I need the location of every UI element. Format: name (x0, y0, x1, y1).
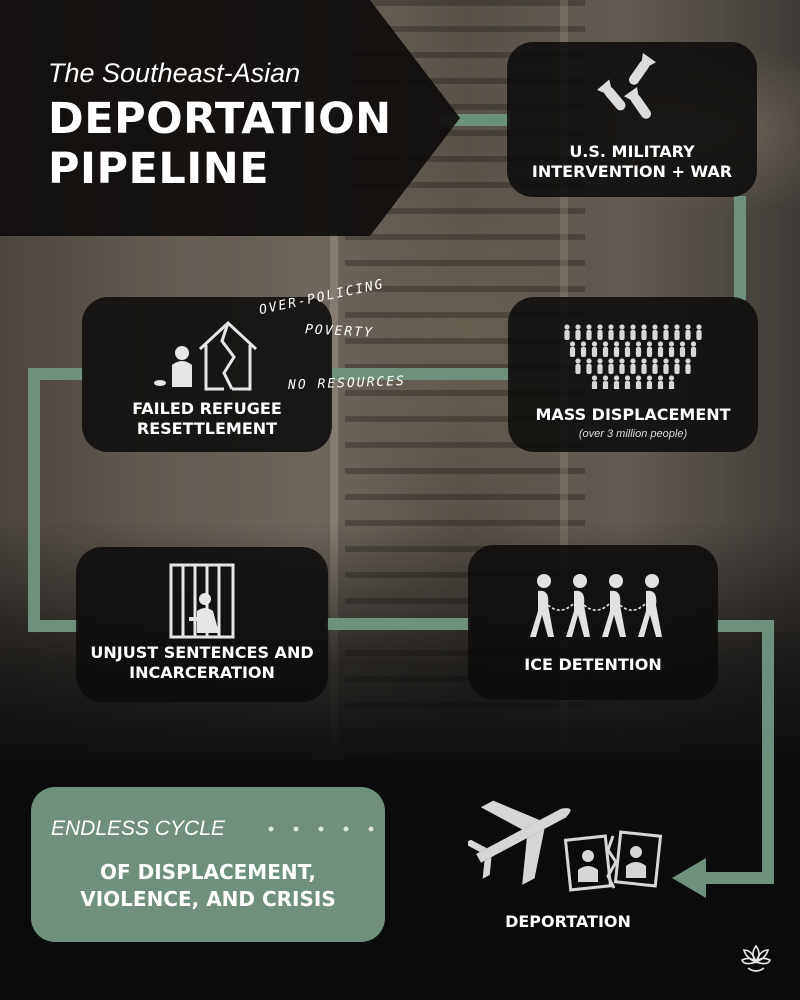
crowd-person (575, 324, 581, 340)
crowd-person (696, 324, 702, 340)
crowd-person (668, 375, 675, 389)
step-incarceration-label: UNJUST SENTENCES AND INCARCERATION (90, 643, 314, 682)
dots-decoration (268, 826, 374, 832)
connector-resettlement-incarceration (28, 368, 84, 632)
chain-link (547, 600, 577, 611)
crowd-icon (564, 324, 702, 389)
crowd-person (630, 358, 636, 374)
crowd-person (663, 358, 669, 374)
crowd-person (586, 324, 592, 340)
crowd-person (613, 341, 620, 357)
crowd-person (679, 341, 686, 357)
chain-link (583, 600, 613, 611)
step-deportation-label: DEPORTATION (505, 912, 631, 931)
crowd-person (580, 341, 587, 357)
endless-cycle-text: OF DISPLACEMENT, VIOLENCE, AND CRISIS (80, 860, 336, 911)
connector-detention-deportation (696, 620, 774, 884)
step-detention-label: ICE DETENTION (524, 655, 662, 674)
step-failed-resettlement: FAILED REFUGEE RESETTLEMENT (82, 297, 332, 452)
crowd-person (608, 358, 614, 374)
crowd-person (668, 341, 675, 357)
crowd-person (635, 375, 642, 389)
crowd-person (674, 324, 680, 340)
crowd-person (690, 341, 697, 357)
airplane-torn-photos-icon (468, 800, 663, 892)
step-military-label: U.S. MILITARY INTERVENTION + WAR (531, 142, 733, 181)
crowd-person (652, 358, 658, 374)
crowd-person (685, 324, 691, 340)
crowd-person (674, 358, 680, 374)
crowd-person (586, 358, 592, 374)
crowd-person (624, 341, 631, 357)
arrowhead-deportation (672, 858, 706, 898)
bombs-icon (597, 53, 657, 119)
step-mass-displacement: MASS DISPLACEMENT (over 3 million people… (508, 297, 758, 452)
crowd-person (564, 324, 570, 340)
endless-cycle-title: ENDLESS CYCLE (51, 817, 225, 840)
crowd-person (641, 358, 647, 374)
crowd-person (657, 375, 664, 389)
crowd-person (597, 358, 603, 374)
crowd-person (635, 341, 642, 357)
crowd-person (602, 375, 609, 389)
crowd-person (641, 324, 647, 340)
step-displacement-label: MASS DISPLACEMENT (535, 405, 731, 424)
crowd-person (591, 375, 598, 389)
chain-link (619, 600, 649, 611)
page-title: DEPORTATION PIPELINE (48, 94, 392, 194)
lotus-logo-icon (741, 944, 771, 972)
chained-person (602, 574, 626, 637)
crowd-person (591, 341, 598, 357)
chained-people-icon (530, 574, 662, 637)
step-resettlement-label: FAILED REFUGEE RESETTLEMENT (132, 399, 282, 438)
endless-cycle-box: ENDLESS CYCLE OF DISPLACEMENT, VIOLENCE,… (31, 787, 385, 942)
chained-person (530, 574, 554, 637)
step-ice-detention: ICE DETENTION (468, 545, 718, 700)
crowd-person (630, 324, 636, 340)
crowd-person (575, 358, 581, 374)
title-subtitle: The Southeast-Asian (48, 58, 301, 88)
crowd-person (619, 324, 625, 340)
crowd-person (646, 375, 653, 389)
step-displacement-note: (over 3 million people) (578, 428, 688, 440)
title-banner (0, 0, 460, 236)
crowd-person (569, 341, 576, 357)
crowd-person (597, 324, 603, 340)
crowd-person (602, 341, 609, 357)
airplane-icon (468, 800, 571, 885)
torn-photos-icon (563, 830, 663, 892)
chained-person (638, 574, 662, 637)
crowd-person (613, 375, 620, 389)
chained-person (566, 574, 590, 637)
step-military-intervention: U.S. MILITARY INTERVENTION + WAR (507, 42, 757, 197)
crowd-person (685, 358, 691, 374)
crowd-person (652, 324, 658, 340)
crowd-person (657, 341, 664, 357)
crowd-person (646, 341, 653, 357)
crowd-person (624, 375, 631, 389)
jail-cell-icon (169, 563, 235, 639)
crowd-person (663, 324, 669, 340)
broken-house-icon (154, 320, 258, 391)
step-incarceration: UNJUST SENTENCES AND INCARCERATION (76, 547, 328, 702)
crowd-person (608, 324, 614, 340)
crowd-person (619, 358, 625, 374)
